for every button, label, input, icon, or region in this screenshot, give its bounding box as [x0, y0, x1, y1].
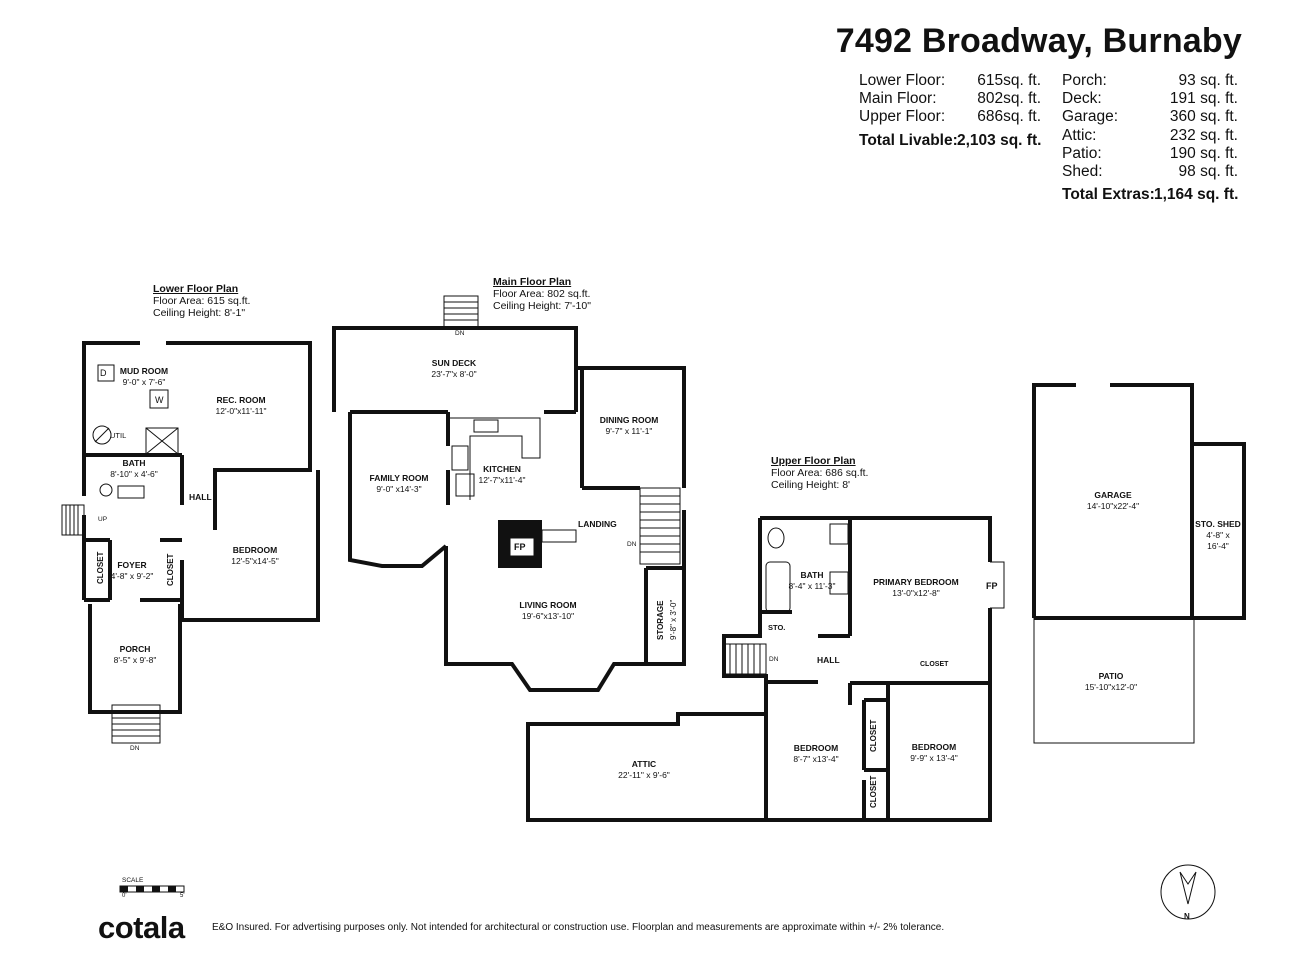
label-util: UTIL	[110, 431, 127, 440]
label-washer: W	[155, 395, 164, 405]
total-extras: Total Extras:1,164 sq. ft.	[1062, 186, 1239, 204]
scale-label: SCALE	[122, 877, 144, 884]
north-arrow-circle	[1160, 864, 1216, 920]
area-row: Patio:190 sq. ft.	[1062, 144, 1238, 162]
extras-areas-summary: Porch:93 sq. ft. Deck:191 sq. ft. Garage…	[1062, 72, 1238, 204]
scale-zero: 0'	[122, 893, 127, 899]
label-closet-upper-1: CLOSET	[869, 719, 878, 752]
label-dn-main: DN	[627, 541, 637, 548]
label-dn-upper: DN	[769, 656, 779, 663]
lower-floor-walls	[82, 341, 320, 714]
label-up-lower: UP	[98, 516, 108, 523]
cotala-logo: cotala	[98, 910, 185, 945]
label-closet-foyer: CLOSET	[96, 551, 105, 584]
area-row: Porch:93 sq. ft.	[1062, 72, 1238, 89]
area-row: Garage:360 sq. ft.	[1062, 108, 1238, 126]
label-sto: STO.	[768, 623, 786, 632]
disclaimer-text: E&O Insured. For advertising purposes on…	[212, 922, 945, 933]
label-storage: STORAGE	[656, 600, 665, 640]
area-row: Shed:98 sq. ft.	[1062, 163, 1238, 181]
area-row: Upper Floor:686sq. ft.	[859, 108, 1041, 126]
upper-floor-heading: Upper Floor Plan Floor Area: 686 sq.ft. …	[771, 455, 869, 491]
patio-outline	[1033, 617, 1195, 744]
label-hall-lower: HALL	[189, 492, 212, 502]
property-address: 7492 Broadway, Burnaby	[835, 22, 1242, 60]
main-floor-heading: Main Floor Plan Floor Area: 802 sq.ft. C…	[493, 276, 591, 312]
label-storage-dim: 9'-8" x 3'-0"	[669, 599, 678, 640]
living-areas-summary: Lower Floor:615sq. ft. Main Floor:802sq.…	[859, 72, 1041, 150]
label-dn-porch: DN	[130, 745, 140, 752]
area-row: Attic:232 sq. ft.	[1062, 126, 1238, 144]
north-label: N	[1184, 912, 1190, 921]
label-landing: LANDING	[578, 519, 617, 529]
scale-five: 5'	[180, 893, 185, 899]
label-fireplace-main: FP	[514, 542, 526, 552]
lower-floor-heading: Lower Floor Plan Floor Area: 615 sq.ft. …	[153, 283, 251, 319]
label-fireplace-upper: FP	[986, 581, 998, 591]
label-dryer: D	[100, 368, 107, 378]
label-closet-primary: CLOSET	[920, 661, 949, 668]
label-dn-deck: DN	[455, 330, 465, 337]
label-closet-bedroom: CLOSET	[166, 553, 175, 586]
upper-floor-walls	[526, 516, 992, 822]
total-livable: Total Livable:2,103 sq. ft.	[859, 131, 1042, 149]
area-row: Deck:191 sq. ft.	[1062, 90, 1238, 108]
label-hall-upper: HALL	[817, 655, 840, 665]
label-closet-upper-2: CLOSET	[869, 775, 878, 808]
area-row: Lower Floor:615sq. ft.	[859, 72, 1041, 89]
area-row: Main Floor:802sq. ft.	[859, 90, 1041, 108]
main-floor-walls	[332, 326, 686, 692]
